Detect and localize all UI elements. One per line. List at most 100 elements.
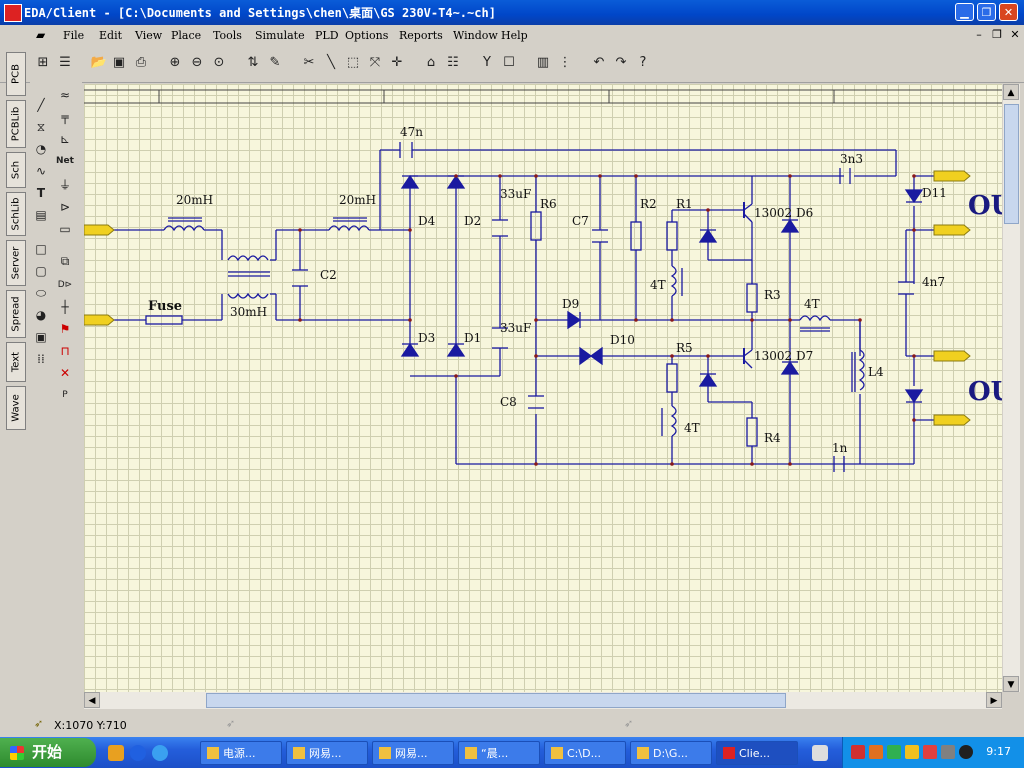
rectangle-tool-icon[interactable]: □: [35, 242, 47, 256]
text-frame-icon[interactable]: ▤: [35, 208, 47, 222]
task-5[interactable]: C:\D...: [544, 741, 626, 765]
tray-app-icon[interactable]: [869, 745, 883, 759]
zoom-in-icon[interactable]: ⊕: [169, 55, 181, 70]
quicklaunch-browser-icon[interactable]: [130, 745, 146, 761]
start-button[interactable]: 开始: [0, 738, 96, 767]
sheet-symbol-icon[interactable]: ⧉: [60, 254, 70, 268]
select-icon[interactable]: ⬚: [346, 55, 360, 70]
keyboard-icon[interactable]: [812, 745, 828, 761]
tray-media-icon[interactable]: [959, 745, 973, 759]
quicklaunch-ie-icon[interactable]: [152, 745, 168, 761]
hierarchy-icon[interactable]: ⊞: [37, 55, 49, 70]
task-4[interactable]: “晨...: [458, 741, 540, 765]
task-2[interactable]: 网易...: [286, 741, 368, 765]
schematic-canvas[interactable]: 20mH 20mH 30mH Fuse C2 47n D4 D2 D3 D1 3…: [84, 84, 1002, 692]
bus-entry-icon[interactable]: ⊾: [59, 132, 71, 146]
move-icon[interactable]: ✛: [391, 55, 403, 70]
arc-tool-icon[interactable]: ◔: [35, 142, 47, 156]
zoom-fit-icon[interactable]: ⊙: [213, 55, 225, 70]
mdi-restore-icon[interactable]: ❐: [992, 28, 1002, 41]
tray-network-icon[interactable]: [923, 745, 937, 759]
erc-icon[interactable]: ⋮: [558, 55, 572, 70]
menu-file[interactable]: File: [63, 29, 85, 42]
menu-tools[interactable]: Tools: [213, 29, 242, 42]
tray-shield-icon[interactable]: [887, 745, 901, 759]
zoom-out-icon[interactable]: ⊖: [191, 55, 203, 70]
menu-place[interactable]: Place: [171, 29, 202, 42]
task-6[interactable]: D:\G...: [630, 741, 712, 765]
part-icon[interactable]: ▭: [59, 222, 71, 236]
wire-tool-icon[interactable]: ≈: [59, 88, 71, 102]
menu-help[interactable]: Help: [501, 29, 528, 42]
deselect-icon[interactable]: ⤧: [369, 55, 381, 70]
scroll-right-icon[interactable]: ▶: [986, 692, 1002, 708]
quicklaunch-media-icon[interactable]: [108, 745, 124, 761]
task-1[interactable]: 电源...: [200, 741, 282, 765]
vertical-scroll-thumb[interactable]: [1004, 104, 1019, 224]
undo-icon[interactable]: ↶: [593, 55, 605, 70]
open-icon[interactable]: 📂: [90, 55, 108, 70]
scroll-down-icon[interactable]: ▼: [1003, 676, 1019, 692]
close-button[interactable]: ✕: [999, 3, 1018, 21]
task-7[interactable]: Clie...: [716, 741, 798, 765]
menu-pld[interactable]: PLD: [315, 29, 339, 42]
array-tool-icon[interactable]: ⁞⁞: [37, 352, 45, 366]
menu-window[interactable]: Window: [453, 29, 498, 42]
add-library-icon[interactable]: ☷: [447, 55, 459, 70]
ellipse-tool-icon[interactable]: ⬭: [35, 286, 47, 300]
task-3[interactable]: 网易...: [372, 741, 454, 765]
vertical-scrollbar[interactable]: ▲ ▼: [1003, 84, 1020, 692]
help-icon[interactable]: ?: [639, 55, 647, 70]
text-tool-icon[interactable]: T: [36, 186, 46, 200]
cut-icon[interactable]: ✂: [303, 55, 315, 70]
tray-volume-icon[interactable]: [941, 745, 955, 759]
library-icon[interactable]: ▥: [536, 55, 550, 70]
pulse-source-icon[interactable]: ⊓: [60, 344, 70, 358]
probe-tool-icon[interactable]: ⚑: [59, 322, 71, 336]
tab-pcblib[interactable]: PCBLib: [6, 100, 26, 148]
mdi-close-icon[interactable]: ✕: [1010, 28, 1020, 41]
design-manager-icon[interactable]: ☰: [59, 55, 71, 70]
tab-text[interactable]: Text: [6, 342, 26, 382]
horizontal-scrollbar[interactable]: ◀ ▶: [84, 692, 1002, 709]
tab-server[interactable]: Server: [6, 240, 26, 286]
probe-icon[interactable]: Y: [483, 55, 491, 70]
sheet-entry-icon[interactable]: D⊳: [57, 280, 73, 290]
menu-simulate[interactable]: Simulate: [255, 29, 305, 42]
tab-sch[interactable]: Sch: [6, 152, 26, 188]
redo-icon[interactable]: ↷: [615, 55, 627, 70]
tray-lightning-icon[interactable]: [905, 745, 919, 759]
scroll-up-icon[interactable]: ▲: [1003, 84, 1019, 100]
minimize-button[interactable]: ▁: [955, 3, 974, 21]
scroll-left-icon[interactable]: ◀: [84, 692, 100, 708]
tab-wave[interactable]: Wave: [6, 386, 26, 430]
pie-tool-icon[interactable]: ◕: [35, 308, 47, 322]
browse-library-icon[interactable]: ⌂: [426, 55, 436, 70]
image-tool-icon[interactable]: ▣: [35, 330, 47, 344]
menu-reports[interactable]: Reports: [399, 29, 443, 42]
annotate-icon[interactable]: ☐: [503, 55, 515, 70]
bezier-tool-icon[interactable]: ∿: [35, 164, 47, 178]
tab-spread[interactable]: Spread: [6, 290, 26, 338]
rounded-rectangle-icon[interactable]: ▢: [35, 264, 47, 278]
menu-view[interactable]: View: [135, 29, 163, 42]
menu-edit[interactable]: Edit: [99, 29, 123, 42]
polygon-tool-icon[interactable]: ⧖: [36, 120, 46, 134]
tab-schlib[interactable]: SchLib: [6, 192, 26, 236]
pcb-layout-icon[interactable]: P: [62, 390, 68, 400]
no-erc-icon[interactable]: ✕: [59, 366, 71, 380]
menu-options[interactable]: Options: [345, 29, 389, 42]
line-tool-icon[interactable]: ╱: [37, 98, 45, 112]
save-icon[interactable]: ▣: [112, 55, 126, 70]
up-down-hierarchy-icon[interactable]: ⇅: [247, 55, 259, 70]
ground-icon[interactable]: ⏚: [58, 178, 71, 192]
print-icon[interactable]: ⎙: [135, 55, 147, 70]
junction-icon[interactable]: ┼: [61, 300, 69, 314]
tray-antivirus-icon[interactable]: [851, 745, 865, 759]
cross-probe-icon[interactable]: ✎: [269, 55, 281, 70]
restore-button[interactable]: ❐: [977, 3, 996, 21]
bus-tool-icon[interactable]: ╤: [61, 110, 69, 124]
paste-icon[interactable]: ╲: [327, 55, 335, 70]
horizontal-scroll-thumb[interactable]: [206, 693, 786, 708]
net-label-icon[interactable]: Net: [56, 156, 74, 166]
